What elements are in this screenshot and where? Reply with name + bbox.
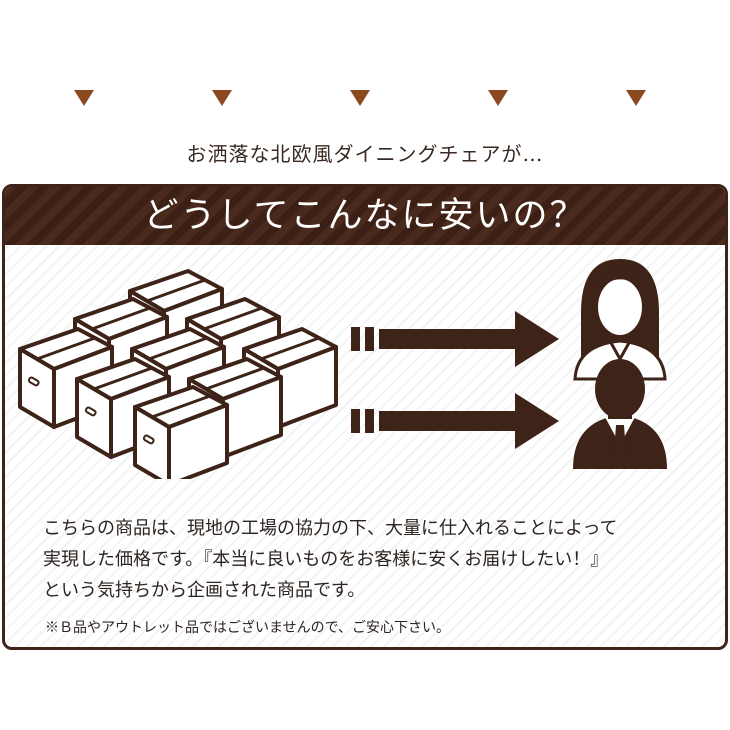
right-arrow-icon [351,311,559,367]
panel-title: どうしてこんなに安いの？ [5,187,725,245]
description-line: という気持ちから企画された商品です。 [43,580,366,601]
down-triangle-icon [74,90,94,106]
man-icon [573,359,667,469]
description-line: 実現した価格です。『本当に良いものをお客様に安くお届けしたい！』 [43,549,609,570]
description-line: こちらの商品は、現地の工場の協力の下、大量に仕入れることによって [43,518,618,539]
info-panel: どうしてこんなに安いの？ [2,184,728,650]
arrow-row [0,90,730,110]
down-triangle-icon [488,90,508,106]
down-triangle-icon [350,90,370,106]
lead-text: お洒落な北欧風ダイニングチェアが… [186,142,544,166]
description-text: こちらの商品は、現地の工場の協力の下、大量に仕入れることによって 実現した価格で… [43,513,703,606]
note-text: ※Ｂ品やアウトレット品ではございませんので、ご安心下さい。 [45,620,451,636]
stacked-boxes-icon [18,269,338,479]
down-triangle-icon [212,90,232,106]
illustration [18,259,667,479]
right-arrow-icon [351,393,559,449]
down-triangle-icon [626,90,646,106]
